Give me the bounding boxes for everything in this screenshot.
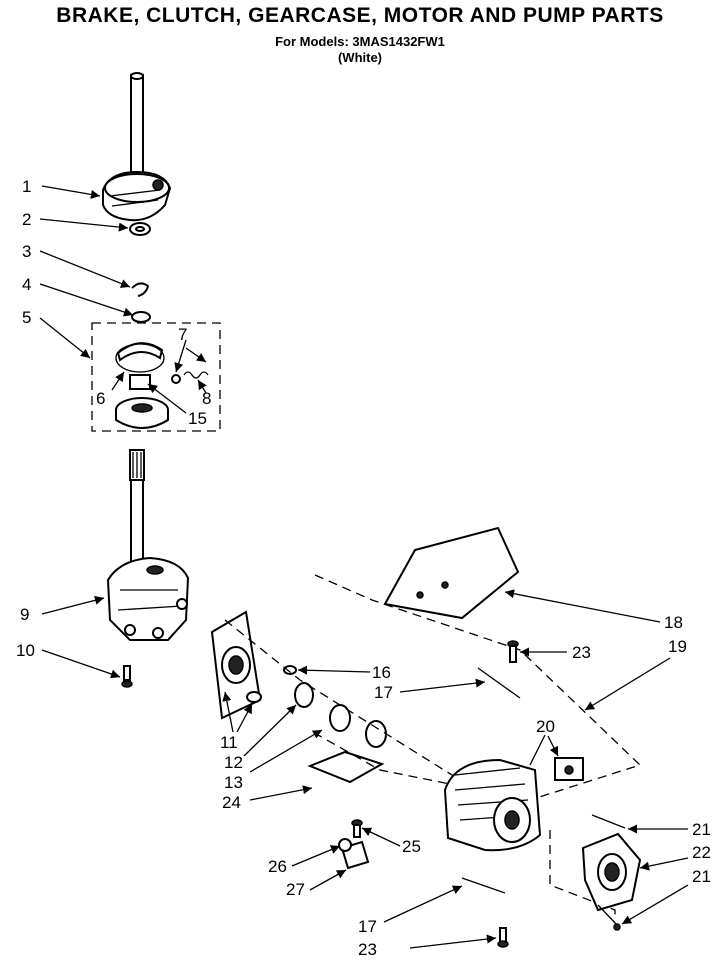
callout-7: 7 — [178, 325, 187, 344]
part-23-top-screw — [507, 640, 519, 663]
callout-21-upper: 21 — [692, 820, 711, 839]
callout-2: 2 — [22, 210, 31, 229]
part-7-8-spring-pin — [171, 371, 209, 384]
part-22-pump — [581, 832, 642, 912]
callout-10: 10 — [16, 641, 35, 660]
part-1-brake-cam — [102, 170, 172, 222]
part-21-clip-upper — [591, 814, 626, 829]
callout-27: 27 — [286, 880, 305, 899]
callout-24: 24 — [222, 793, 241, 812]
callout-15: 15 — [188, 409, 207, 428]
callout-16: 16 — [372, 663, 391, 682]
part-9-gearcase — [106, 556, 190, 641]
shaft-alignment-line — [224, 619, 461, 781]
callout-12: 12 — [224, 753, 243, 772]
part-12-13-coupling-halves — [294, 682, 387, 748]
callout-3: 3 — [22, 242, 31, 261]
leader-lines — [39, 185, 689, 949]
part-25-screw — [351, 819, 363, 838]
part-2-washer — [129, 222, 151, 236]
part-21-clip-lower — [597, 904, 621, 931]
callout-6: 6 — [96, 389, 105, 408]
model-info: For Models: 3MAS1432FW1 (White) — [230, 34, 490, 66]
clutch-assembly-box — [91, 322, 221, 432]
callout-25: 25 — [402, 837, 421, 856]
callout-19: 19 — [668, 637, 687, 656]
callout-22: 22 — [692, 843, 711, 862]
callout-13: 13 — [224, 773, 243, 792]
callout-1: 1 — [22, 177, 31, 196]
models-line: For Models: 3MAS1432FW1 — [275, 34, 445, 49]
part-17-top-rod — [477, 667, 521, 699]
callout-26: 26 — [268, 857, 287, 876]
part-17-bottom-rod — [461, 877, 506, 894]
brake-shaft — [130, 72, 144, 186]
callout-5: 5 — [22, 308, 31, 327]
callout-17-bottom: 17 — [358, 917, 377, 936]
part-3-clip — [131, 282, 150, 297]
page-title: BRAKE, CLUTCH, GEARCASE, MOTOR AND PUMP … — [56, 4, 664, 27]
part-20-switch — [554, 757, 584, 781]
spline-shaft — [129, 449, 145, 571]
callout-21-lower: 21 — [692, 867, 711, 886]
color-line: (White) — [337, 50, 383, 65]
part-18-motor-shield — [383, 526, 520, 620]
motor — [443, 734, 546, 852]
callout-11: 11 — [220, 733, 238, 752]
part-16-screw — [283, 665, 297, 675]
part-15-clutch-spacer — [129, 374, 151, 390]
callout-23-bottom: 23 — [358, 940, 377, 959]
callout-18: 18 — [664, 613, 683, 632]
part-24-pad — [307, 750, 385, 784]
motor-mount-outline — [314, 574, 642, 801]
callout-20: 20 — [536, 717, 555, 736]
callout-9: 9 — [20, 605, 29, 624]
part-11-coupling — [246, 691, 262, 703]
part-23-bottom-screw — [497, 927, 509, 948]
part-10-screw — [121, 665, 133, 688]
callout-17-top: 17 — [374, 683, 393, 702]
part-4-ring — [131, 311, 151, 323]
part-6-clutch-band — [115, 342, 165, 373]
part-26-27-clamp — [338, 838, 370, 870]
clutch-pulley — [115, 397, 169, 429]
callout-labels: 1 2 3 4 5 6 7 8 15 9 10 11 12 13 24 16 1… — [16, 177, 711, 959]
callout-23-top: 23 — [572, 643, 591, 662]
callout-8: 8 — [202, 389, 211, 408]
callout-4: 4 — [22, 275, 31, 294]
